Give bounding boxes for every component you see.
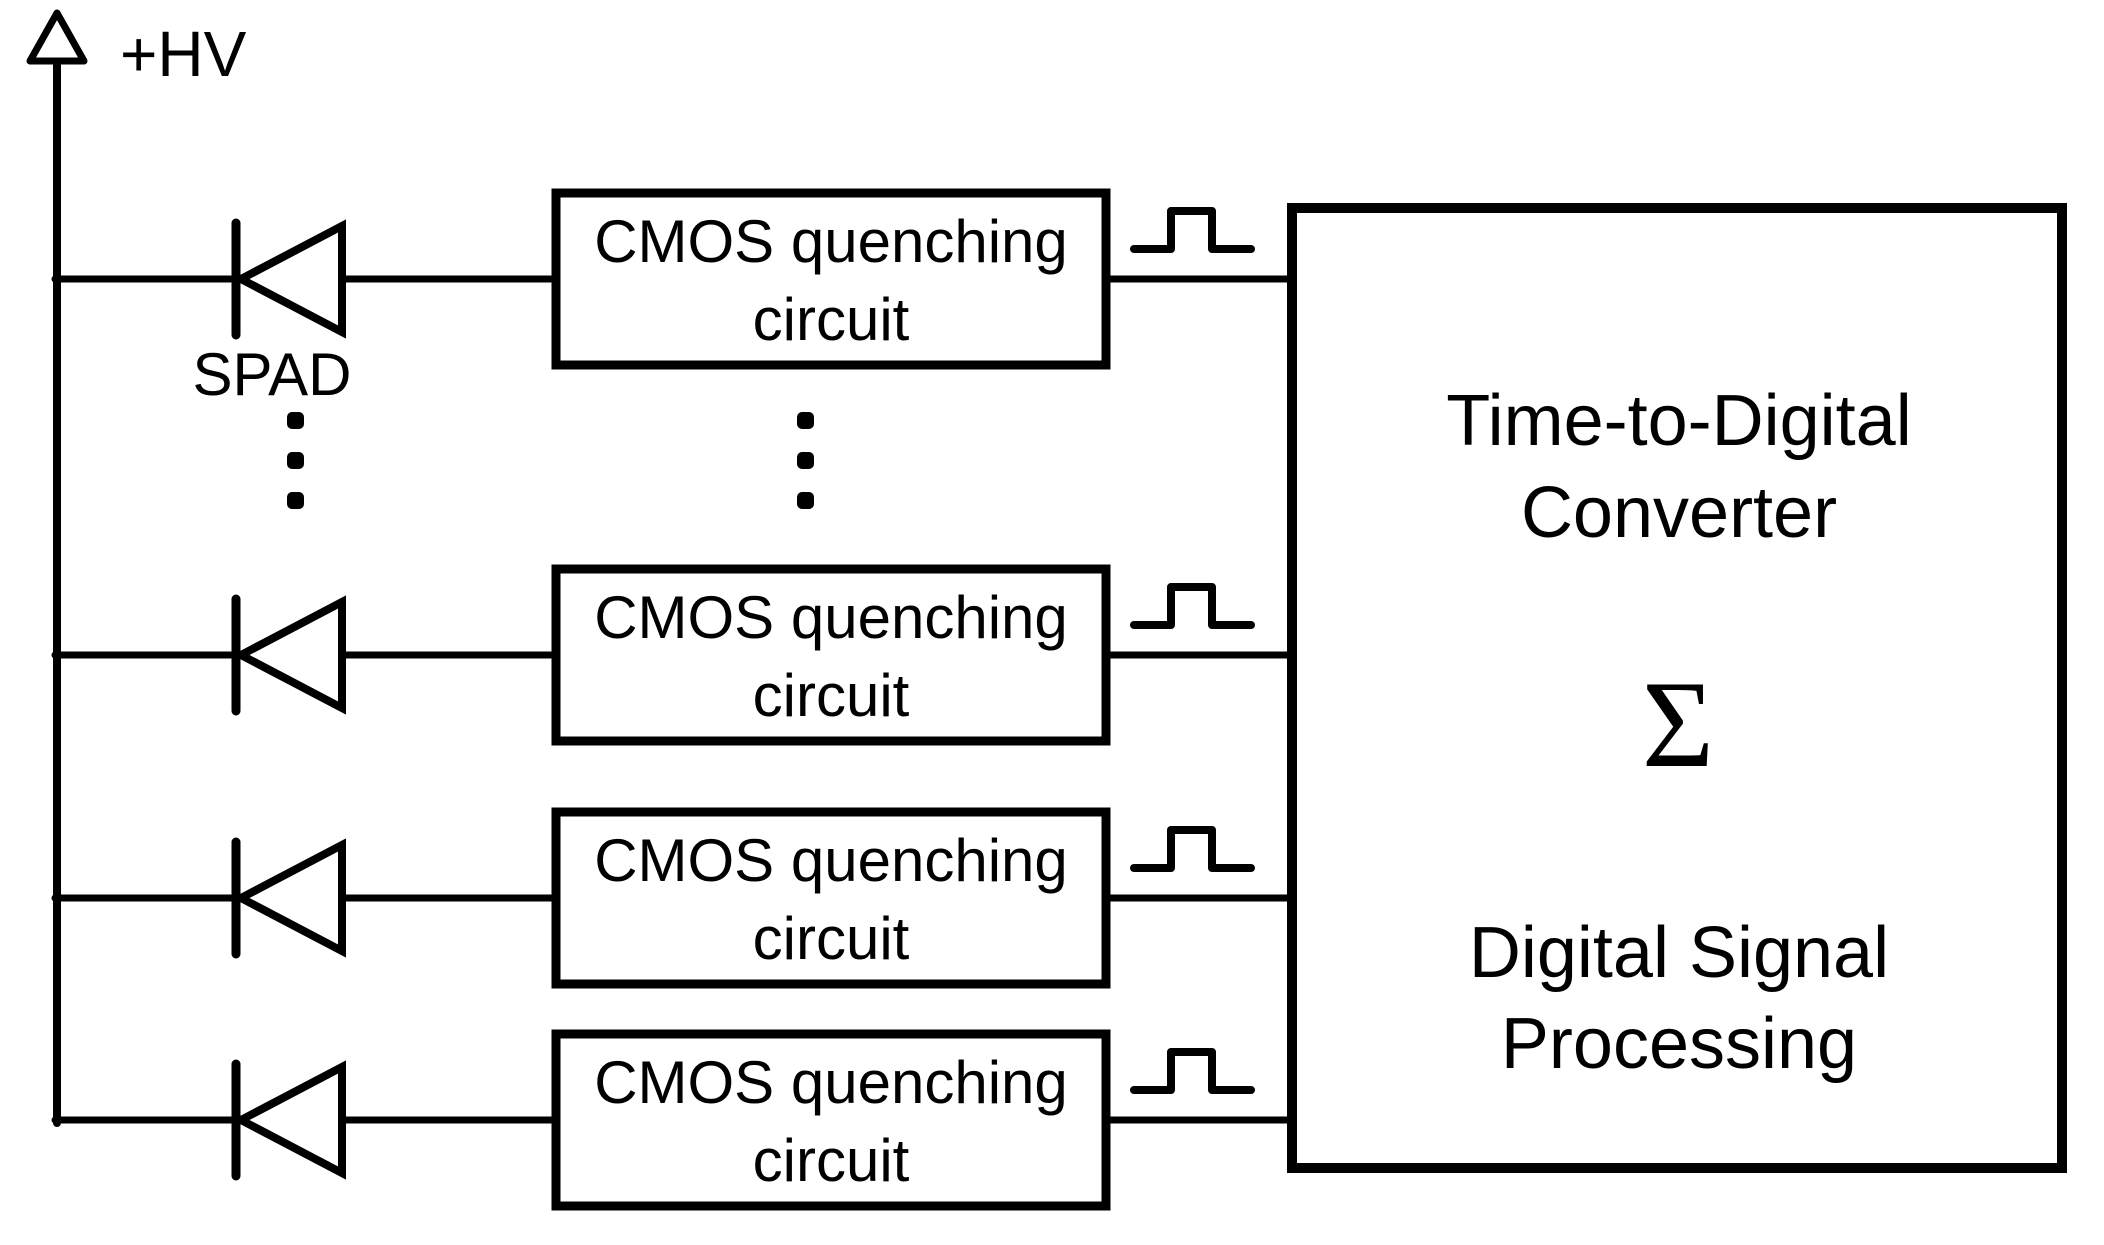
diode-triangle-icon (232, 595, 346, 715)
ellipsis-dots-spad-column (287, 412, 304, 509)
cmos-box-label-line1: CMOS quenching (594, 208, 1068, 275)
sigma-sum-symbol: Σ (1642, 656, 1714, 793)
hv-label: +HV (120, 18, 247, 90)
cmos-quenching-box (551, 188, 1111, 370)
cmos-box-label-line2: circuit (753, 286, 910, 353)
diode-triangle-icon (232, 1060, 346, 1180)
cmos-box-label-line1: CMOS quenching (594, 1049, 1068, 1116)
spad-channel-row-3: CMOS quenching circuit (51, 807, 1296, 989)
dot-icon (797, 412, 814, 429)
dot-icon (287, 452, 304, 469)
pulse-icon (1130, 826, 1255, 872)
tdc-dsp-block: Time-to-Digital Converter Σ Digital Sign… (1287, 203, 2067, 1173)
spad-channel-row-1: CMOS quenching circuit (51, 188, 1296, 370)
cmos-box-label-line2: circuit (753, 905, 910, 972)
diode-triangle-icon (232, 838, 346, 958)
dsp-label-line1: Digital Signal (1469, 913, 1889, 993)
dsp-label-line2: Processing (1501, 1004, 1857, 1084)
spad-channel-row-2: CMOS quenching circuit (51, 564, 1296, 746)
dot-icon (797, 492, 814, 509)
cmos-quenching-box (551, 1029, 1111, 1211)
diode-triangle-icon (232, 219, 346, 339)
cmos-box-label-line2: circuit (753, 662, 910, 729)
tdc-label-line2: Converter (1521, 473, 1837, 553)
cmos-box-label-line2: circuit (753, 1127, 910, 1194)
cmos-quenching-box (551, 564, 1111, 746)
spad-channel-row-4: CMOS quenching circuit (51, 1029, 1296, 1211)
dot-icon (797, 452, 814, 469)
dot-icon (287, 412, 304, 429)
ellipsis-dots-box-column (797, 412, 814, 509)
pulse-icon (1130, 583, 1255, 629)
cmos-box-label-line1: CMOS quenching (594, 827, 1068, 894)
pulse-icon (1130, 1048, 1255, 1094)
pulse-icon (1130, 207, 1255, 253)
spad-label: SPAD (193, 341, 352, 408)
hv-arrow-icon (26, 9, 88, 65)
tdc-dsp-box (1287, 203, 2067, 1173)
dot-icon (287, 492, 304, 509)
cmos-quenching-box (551, 807, 1111, 989)
cmos-box-label-line1: CMOS quenching (594, 584, 1068, 651)
tdc-label-line1: Time-to-Digital (1446, 381, 1911, 461)
